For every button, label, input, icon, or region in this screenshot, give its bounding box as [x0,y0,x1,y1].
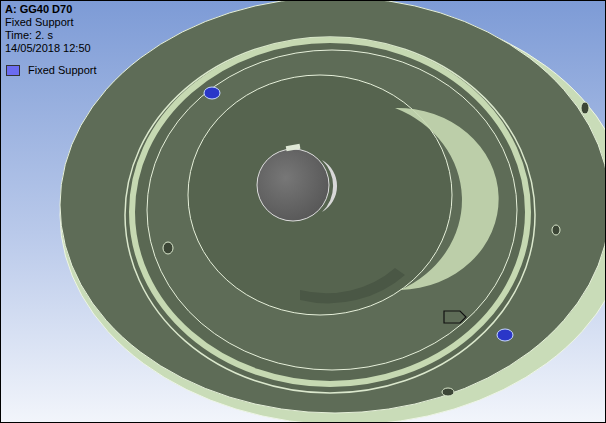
groove-rim [132,40,528,384]
header-line: Fixed Support [5,16,73,29]
legend-text: Fixed Support [28,64,96,77]
disk-part [60,0,606,423]
groove-ring [125,37,535,393]
fixed-hole [204,87,220,99]
header-line: Time: 2. s [5,29,53,42]
model-title: A: GG40 D70 [5,3,72,16]
shaft [257,149,329,221]
fixed-hole [497,329,513,341]
header-line: 14/05/2018 12:50 [5,42,91,55]
legend-swatch [6,65,20,76]
